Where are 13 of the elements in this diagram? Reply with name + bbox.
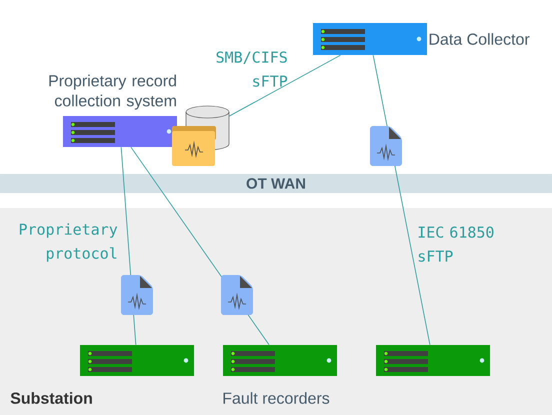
server-box: Proprietary record collection system [49,74,177,147]
server-box [223,345,337,376]
network-label: OT WAN [246,178,305,189]
edge-label: Proprietary protocol [20,223,118,262]
edge-label: IEC 61850 sFTP [418,226,494,262]
node-label: Data Collector [430,33,530,45]
connector-line [228,54,341,117]
server-box [80,345,194,376]
node-label: Proprietary record collection system [49,74,176,110]
server-box [376,345,490,376]
edge-label: SMB/CIFS sFTP [216,51,288,87]
server-box: Data Collector [313,23,530,55]
group-label: Fault recorders [224,392,330,404]
